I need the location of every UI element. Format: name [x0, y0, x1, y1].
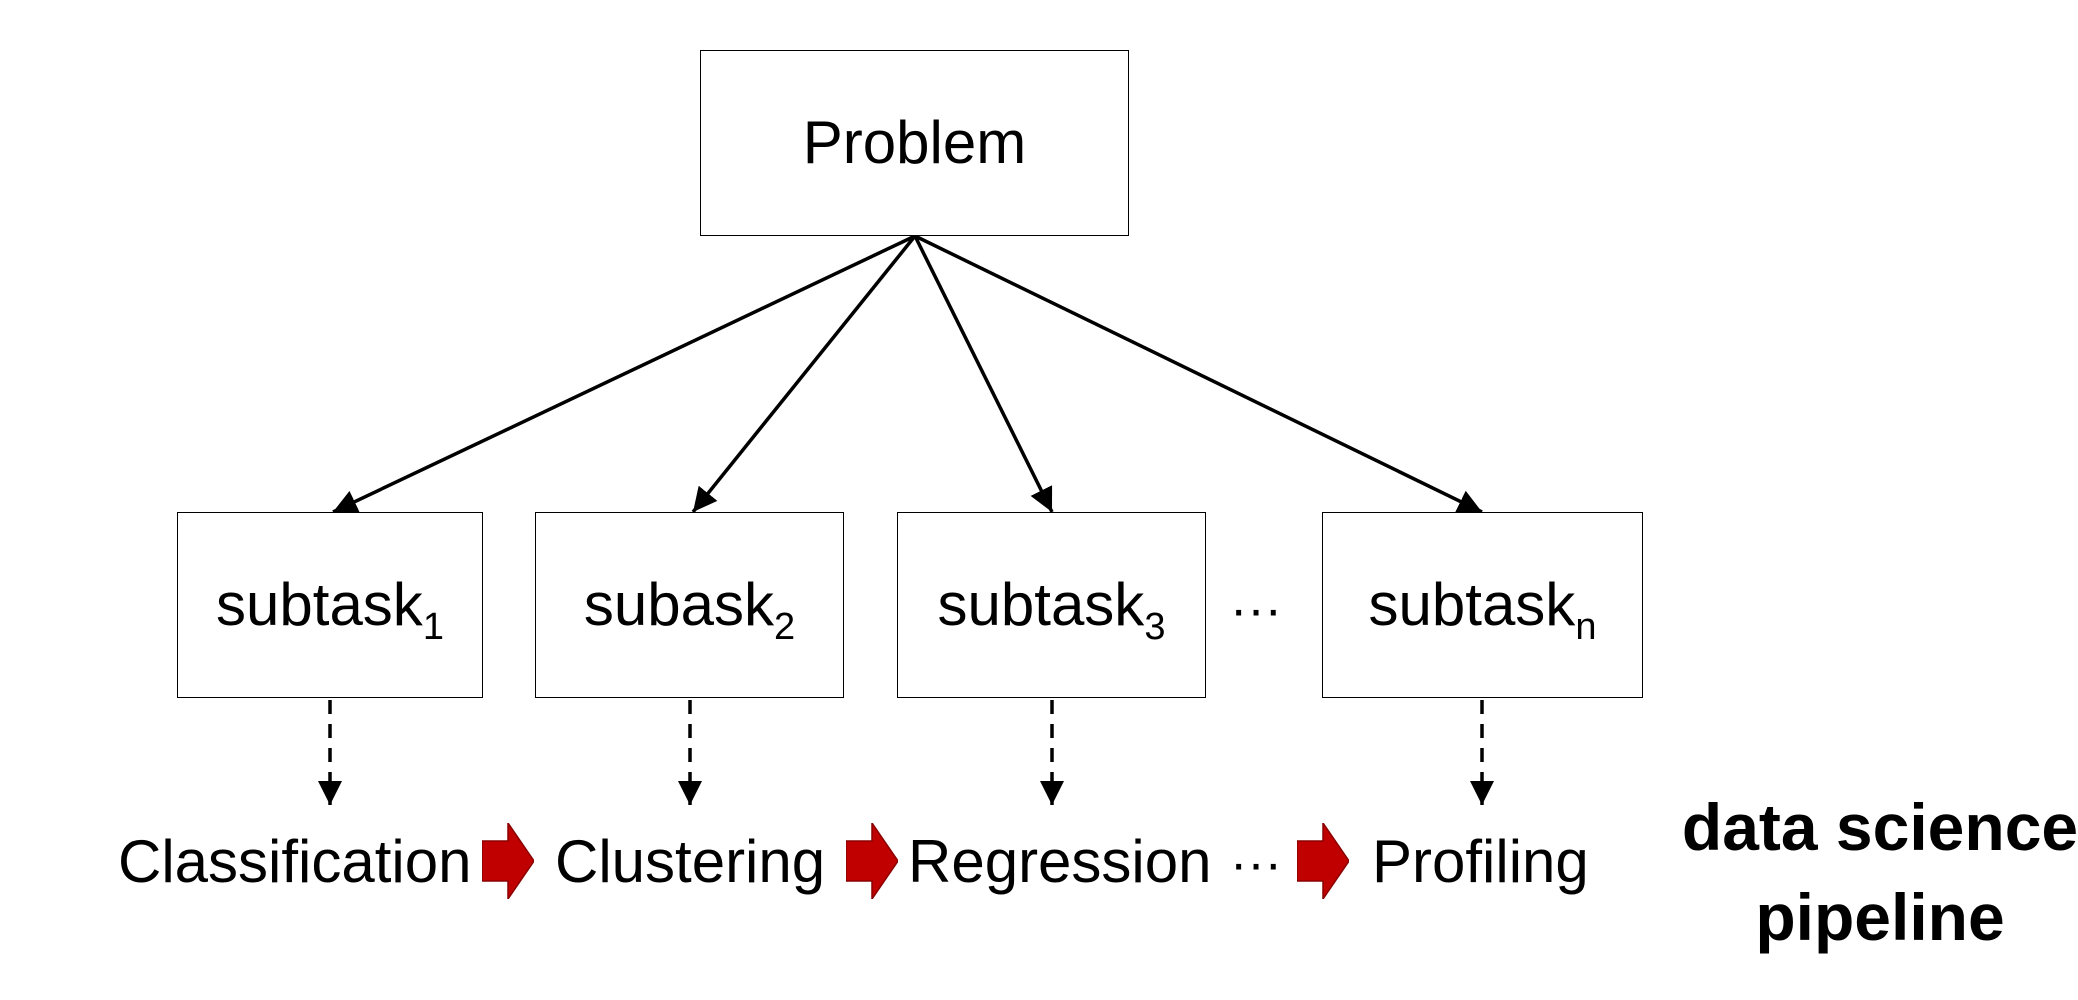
subtask-ellipsis: ··· — [1230, 581, 1282, 639]
edge-problem-subtask-3 — [913, 235, 1054, 513]
pipeline-arrow-3 — [1297, 823, 1349, 899]
edge-problem-subtask-n — [914, 234, 1483, 514]
subtask-node-n-label: subtaskn — [1368, 571, 1597, 648]
subtask-node-3-label: subtask3 — [937, 571, 1166, 648]
edge-problem-subtask-1 — [332, 234, 916, 514]
stage-clustering: Clustering — [555, 828, 826, 895]
stage-regression: Regression — [908, 828, 1212, 895]
problem-node: Problem — [700, 50, 1129, 236]
stage-profiling: Profiling — [1372, 828, 1589, 895]
subtask-node-1-label: subtask1 — [216, 571, 444, 648]
subtask-node-3: subtask3 — [897, 512, 1206, 698]
subtask-node-2-label: subask2 — [583, 571, 796, 648]
pipeline-arrow-2 — [846, 823, 898, 899]
subtask-node-n: subtaskn — [1322, 512, 1643, 698]
edge-problem-subtask-2 — [691, 234, 917, 514]
subtask-node-1: subtask1 — [177, 512, 483, 698]
pipeline-title: data science pipeline — [1680, 782, 2078, 962]
pipeline-arrow-1 — [482, 823, 534, 899]
subtask-node-2: subask2 — [535, 512, 844, 698]
pipeline-title-line-1: data science — [1681, 790, 2078, 864]
stage-classification: Classification — [118, 828, 472, 895]
pipeline-ellipsis: ··· — [1230, 835, 1282, 893]
pipeline-title-line-2: pipeline — [1755, 880, 2005, 954]
problem-node-label: Problem — [802, 109, 1027, 176]
